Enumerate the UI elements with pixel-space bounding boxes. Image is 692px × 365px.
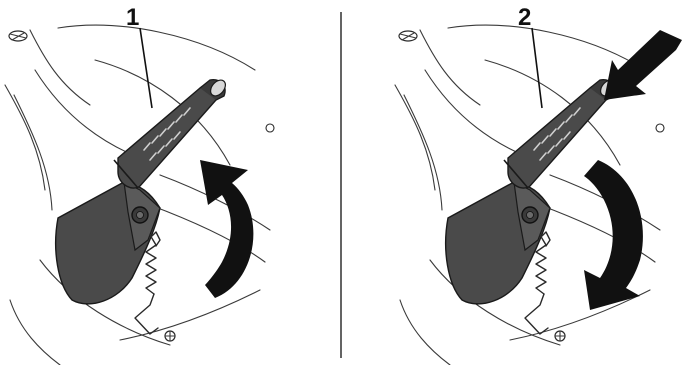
callout-leader-2	[531, 27, 543, 109]
callout-2: 2	[518, 4, 531, 31]
panel-left: 1	[4, 4, 275, 365]
panel-right: 2	[394, 4, 682, 365]
press-button-arrow-icon	[604, 30, 682, 100]
callout-1: 1	[126, 4, 139, 31]
callout-leader-1	[139, 27, 153, 109]
lower-arrow-icon	[584, 160, 643, 310]
